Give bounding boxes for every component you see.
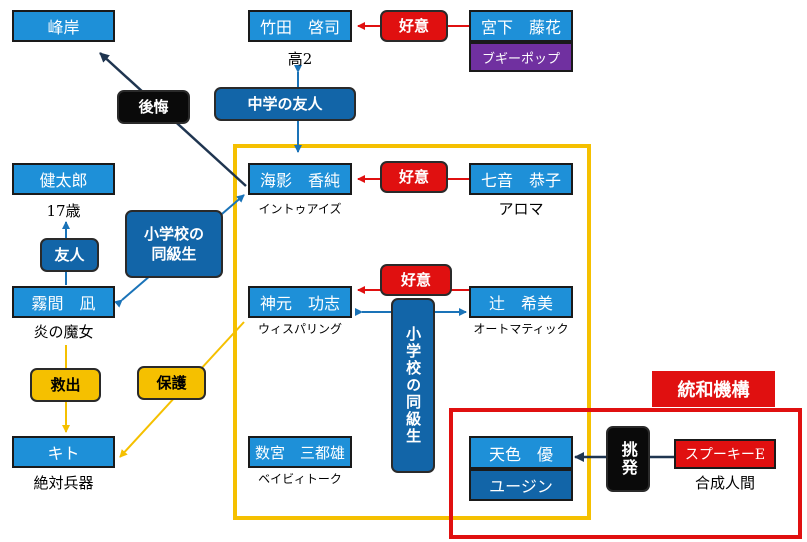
tougo-group-label: 統和機構: [652, 371, 775, 407]
caption-takeda: 高2: [287, 50, 313, 68]
node-kamimoto: 神元 功志: [248, 286, 352, 318]
node-nanane: 七音 恭子: [469, 163, 573, 195]
label-affection-3: 好意: [380, 264, 452, 296]
node-minegishi: 峰岸: [12, 10, 115, 42]
label-regret: 後悔: [117, 90, 190, 124]
node-tsuji: 辻 希美: [469, 286, 573, 318]
caption-kazumiya: ベイビィトーク: [258, 472, 342, 486]
caption-kentaro: 17歳: [46, 202, 81, 220]
node-spooky: スプーキーE: [674, 439, 776, 469]
label-affection-2: 好意: [380, 161, 448, 193]
caption-nanane: アロマ: [498, 200, 544, 218]
caption-unai: イントゥアイズ: [258, 202, 342, 216]
node-kirima: 霧間 凪: [12, 286, 115, 318]
node-unai: 海影 香純: [248, 163, 352, 195]
label-provoke: 挑発: [606, 426, 650, 492]
label-elementary-classmate-2: 小学校の同級生: [391, 298, 435, 473]
node-kazumiya: 数宮 三都雄: [248, 436, 352, 468]
node-eugene: ユージン: [469, 469, 573, 501]
node-miyashita: 宮下 藤花: [469, 10, 573, 42]
caption-kito: 絶対兵器: [33, 474, 94, 492]
node-amairo: 天色 優: [469, 436, 573, 469]
label-elementary-classmate: 小学校の同級生: [125, 210, 223, 278]
node-kentaro: 健太郎: [12, 163, 115, 195]
caption-kirima: 炎の魔女: [33, 323, 94, 341]
label-friend: 友人: [40, 238, 99, 272]
label-protect: 保護: [137, 366, 206, 400]
caption-spooky: 合成人間: [694, 474, 755, 492]
label-affection-1: 好意: [380, 10, 448, 42]
label-rescue: 救出: [30, 368, 101, 402]
caption-kamimoto: ウィスパリング: [257, 322, 342, 336]
node-takeda: 竹田 啓司: [248, 10, 352, 42]
node-boogiepop: ブギーポップ: [469, 42, 573, 72]
tougo-group-frame: [449, 408, 802, 539]
node-kito: キト: [12, 436, 115, 468]
label-middle-school-friend: 中学の友人: [214, 87, 356, 121]
caption-tsuji: オートマティック: [473, 322, 569, 336]
